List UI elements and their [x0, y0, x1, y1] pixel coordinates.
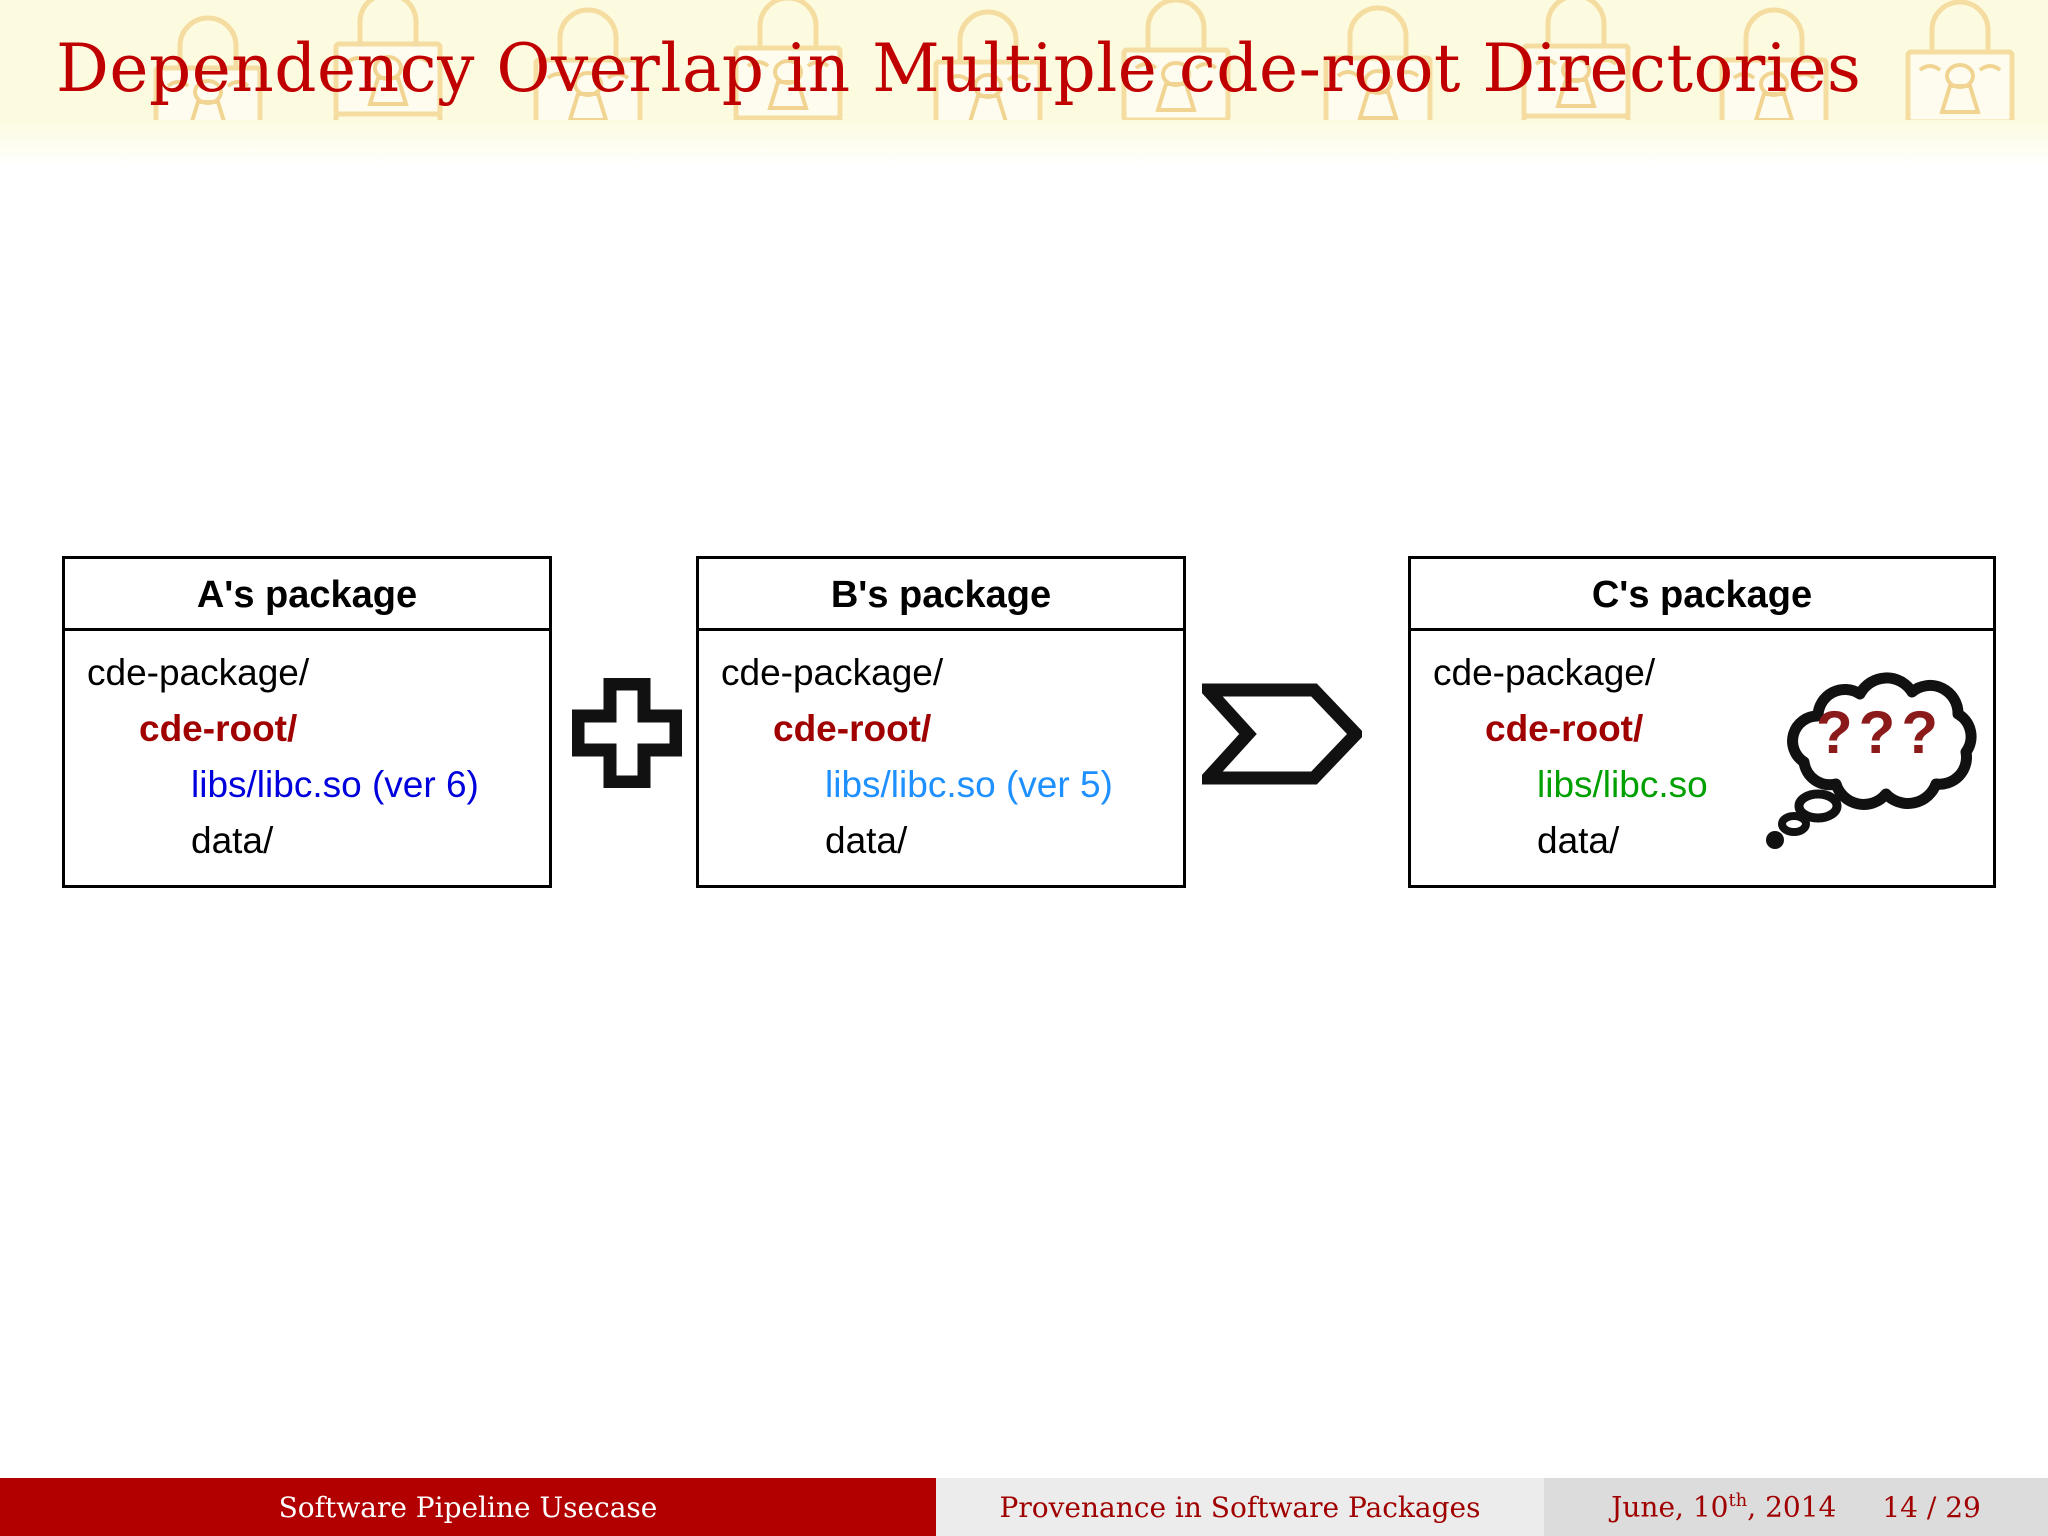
package-b-line-data: data/ [825, 820, 908, 861]
package-b-line-libs: libs/libc.so (ver 5) [825, 764, 1113, 805]
header-fade-overlay [0, 120, 2048, 166]
package-c-line-data: data/ [1537, 820, 1620, 861]
footer-date-and-page: June, 10th, 2014 14 / 29 [1544, 1478, 2048, 1536]
page-title: Dependency Overlap in Multiple cde-root … [56, 30, 1862, 107]
package-box-b-body: cde-package/ cde-root/ libs/libc.so (ver… [699, 631, 1183, 885]
thought-bubble-tail-small [1766, 831, 1784, 849]
thought-bubble-cloud-shape [1766, 672, 1977, 849]
thought-bubble-icon: ??? [1760, 670, 1990, 850]
package-a-line-cde-package: cde-package/ [87, 652, 310, 693]
thought-bubble-tail-large [1794, 789, 1842, 823]
package-box-a-body: cde-package/ cde-root/ libs/libc.so (ver… [65, 631, 549, 885]
footer-date-superscript: th [1728, 1490, 1748, 1512]
package-box-b: B's package cde-package/ cde-root/ libs/… [696, 556, 1186, 888]
footer-date: June, 10th, 2014 [1611, 1490, 1836, 1523]
flow-arrow-icon [1202, 683, 1362, 785]
footer-page-number: 14 / 29 [1882, 1490, 1981, 1524]
package-c-line-cde-package: cde-package/ [1433, 652, 1656, 693]
package-c-line-cde-root: cde-root/ [1485, 708, 1644, 749]
package-b-line-cde-package: cde-package/ [721, 652, 944, 693]
plus-sign-icon [572, 678, 682, 788]
package-a-line-data: data/ [191, 820, 274, 861]
footer-date-prefix: June, 10 [1611, 1490, 1729, 1524]
package-b-line-cde-root: cde-root/ [773, 708, 932, 749]
slide-header: Dependency Overlap in Multiple cde-root … [0, 0, 2048, 166]
package-box-a-title: A's package [65, 559, 549, 631]
thought-bubble-tail-medium [1778, 812, 1810, 836]
package-box-c-title: C's package [1411, 559, 1993, 631]
footer-presentation-title: Provenance in Software Packages [936, 1478, 1544, 1536]
footer-date-suffix: , 2014 [1747, 1490, 1837, 1524]
package-c-line-libs: libs/libc.so [1537, 764, 1708, 805]
package-a-line-cde-root: cde-root/ [139, 708, 298, 749]
package-box-b-title: B's package [699, 559, 1183, 631]
package-a-line-libs: libs/libc.so (ver 6) [191, 764, 479, 805]
package-box-c-body: cde-package/ cde-root/ libs/libc.so data… [1411, 631, 1993, 885]
package-box-a: A's package cde-package/ cde-root/ libs/… [62, 556, 552, 888]
footer-section-title: Software Pipeline Usecase [0, 1478, 936, 1536]
slide-footer: Software Pipeline Usecase Provenance in … [0, 1478, 2048, 1536]
thought-bubble-question-marks: ??? [1816, 699, 1944, 766]
